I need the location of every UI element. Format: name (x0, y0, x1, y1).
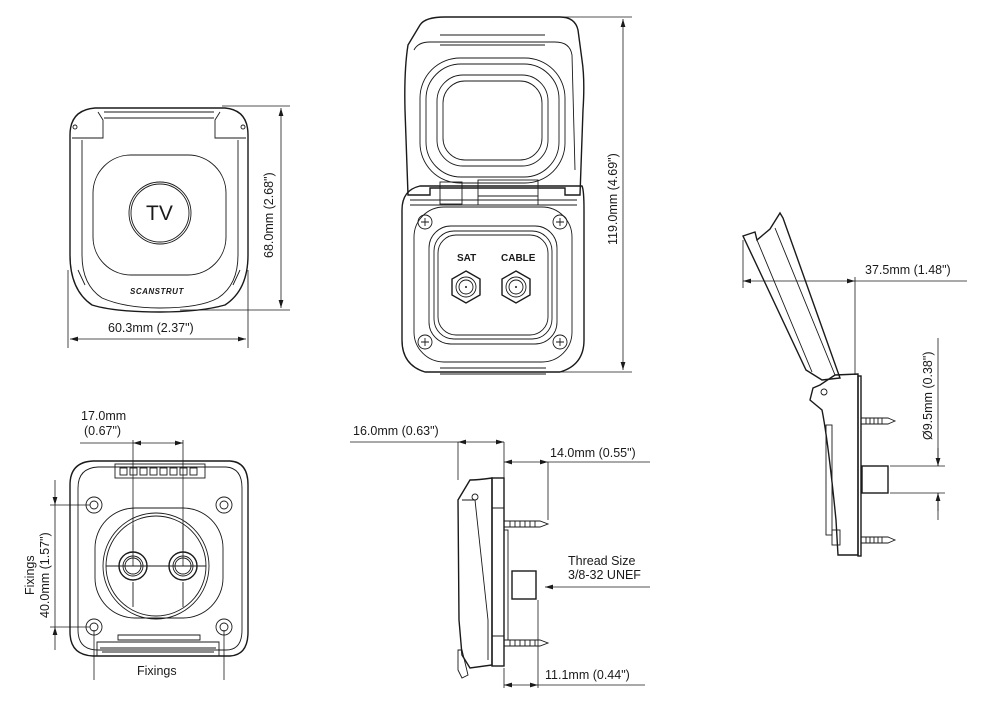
front-open-height-dim: 119.0mm (4.69") (606, 153, 620, 245)
sat-connector-icon (451, 270, 481, 304)
front-closed-dimensions (67, 105, 290, 348)
screw-icon (417, 334, 433, 350)
fixings-vertical-dim: 40.0mm (1.57") (38, 532, 52, 618)
sat-port-label: SAT (457, 253, 477, 264)
rear-view (69, 460, 249, 657)
screw-icon (552, 334, 568, 350)
thread-diameter-dim: Ø9.5mm (0.38") (921, 351, 935, 441)
front-open-view (401, 16, 585, 375)
side-closed-depth-dim: 16.0mm (0.63") (353, 424, 439, 438)
fixings-horizontal-label: Fixings (137, 664, 177, 678)
connector-spacing-dim-line2: (0.67") (84, 424, 122, 438)
cable-port-label: CABLE (501, 253, 536, 264)
side-open-depth-dim: 37.5mm (1.48") (865, 263, 951, 277)
front-closed-width-dim: 60.3mm (2.37") (108, 321, 194, 335)
thread-size-label-line1: Thread Size (568, 554, 636, 568)
side-closed-dimensions (350, 439, 650, 688)
cable-connector-icon (501, 270, 531, 304)
side-open-view (742, 211, 897, 557)
fixings-vertical-label: Fixings (23, 555, 37, 595)
screw-icon (552, 214, 568, 230)
fixing-hole-icon (215, 496, 233, 514)
brand-logo: SCANSTRUT (130, 287, 184, 296)
tv-badge-label: TV (146, 202, 173, 225)
screw-icon (417, 214, 433, 230)
screw-length-dim: 14.0mm (0.55") (550, 446, 636, 460)
front-closed-view (69, 107, 249, 313)
front-open-dimensions (490, 16, 632, 373)
connector-spacing-dim-line1: 17.0mm (81, 409, 127, 423)
thread-size-label-line2: 3/8-32 UNEF (568, 568, 641, 582)
connector-length-dim: 11.1mm (0.44") (545, 668, 630, 682)
side-open-dimensions (742, 240, 967, 520)
rear-dimensions (50, 440, 225, 680)
front-closed-height-dim: 68.0mm (2.68") (262, 172, 276, 258)
side-closed-view (457, 477, 550, 679)
